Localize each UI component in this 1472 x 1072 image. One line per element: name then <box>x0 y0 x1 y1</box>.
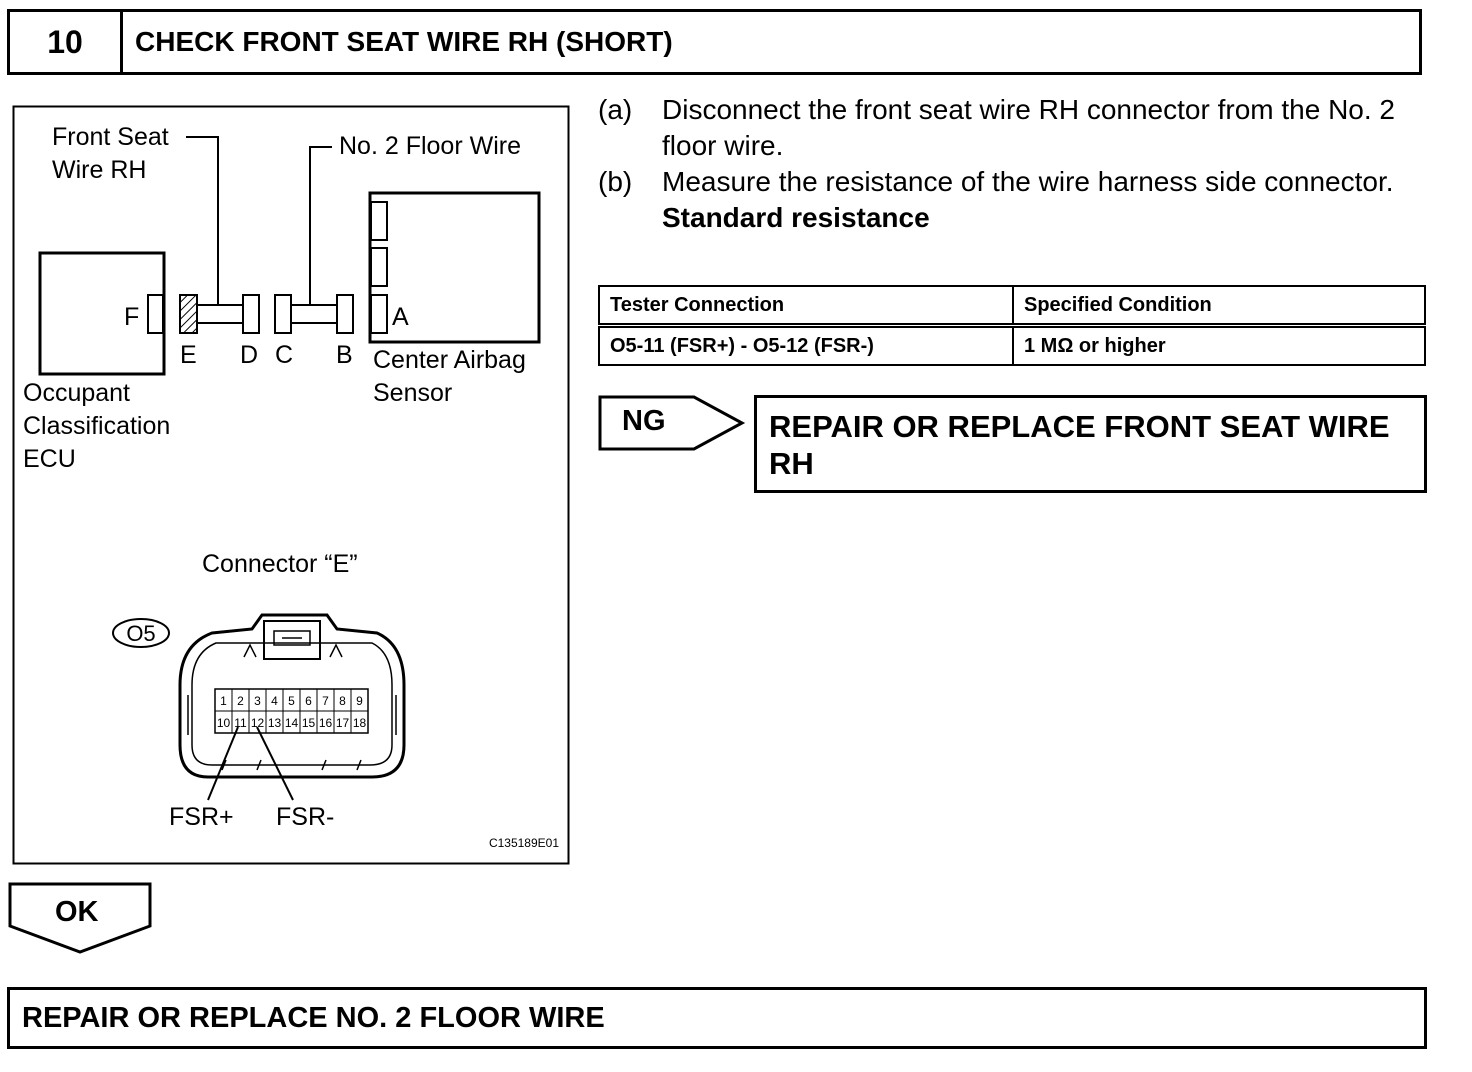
pin-16: 16 <box>319 716 333 730</box>
connector-e <box>179 294 198 334</box>
pin-18: 18 <box>353 716 367 730</box>
pin-10: 10 <box>217 716 231 730</box>
pin-1: 1 <box>220 694 227 708</box>
occupant-label-2: Classification <box>23 412 170 440</box>
pin-14: 14 <box>285 716 299 730</box>
pin-8: 8 <box>339 694 346 708</box>
instruction-a: (a) Disconnect the front seat wire RH co… <box>598 92 1418 164</box>
front-seat-label-1: Front Seat <box>52 123 169 151</box>
instruction-a-text: Disconnect the front seat wire RH connec… <box>662 94 1395 161</box>
diagram-canvas: Front Seat Wire RH No. 2 Floor Wire F E … <box>12 105 570 865</box>
fsr-minus-label: FSR- <box>276 803 334 831</box>
connector-housing <box>178 613 406 779</box>
figure-id: C135189E01 <box>489 836 559 850</box>
occupant-ecu-box <box>38 251 166 376</box>
connector-title: Connector “E” <box>202 550 358 578</box>
letter-b: B <box>336 341 353 369</box>
pin-5: 5 <box>288 694 295 708</box>
front-seat-label-2: Wire RH <box>52 156 146 184</box>
instruction-b-letter: (b) <box>598 166 633 197</box>
diagram-frame <box>12 105 570 865</box>
table-header-row: Tester Connection Specified Condition <box>598 285 1426 327</box>
connector-c <box>274 294 292 334</box>
occupant-label-1: Occupant <box>23 379 130 407</box>
floor-wire <box>290 304 338 324</box>
pin-12: 12 <box>251 716 265 730</box>
pin-7: 7 <box>322 694 329 708</box>
center-airbag-label-1: Center Airbag <box>373 346 526 374</box>
ok-arrow-shape <box>8 882 152 954</box>
connector-latch-inner <box>273 630 311 646</box>
table-header-tester: Tester Connection <box>598 285 1014 327</box>
pin-2: 2 <box>237 694 244 708</box>
ng-action-box: REPAIR OR REPLACE FRONT SEAT WIRE RH <box>754 395 1427 493</box>
front-seat-leader <box>186 136 219 305</box>
pin-4: 4 <box>271 694 278 708</box>
pin-9: 9 <box>356 694 363 708</box>
connector-f <box>147 294 164 334</box>
ok-action-box: REPAIR OR REPLACE NO. 2 FLOOR WIRE <box>7 987 1427 1049</box>
ng-arrow-shape <box>598 395 746 451</box>
center-airbag-label-2: Sensor <box>373 379 452 407</box>
pin-13: 13 <box>268 716 282 730</box>
fsr-minus-leader <box>256 726 294 801</box>
front-seat-wire <box>196 304 244 324</box>
letter-d: D <box>240 341 258 369</box>
step-number: 10 <box>10 12 123 72</box>
occupant-label-3: ECU <box>23 445 76 473</box>
step-title: CHECK FRONT SEAT WIRE RH (SHORT) <box>135 26 673 57</box>
sensor-connector-2 <box>370 247 388 287</box>
instruction-a-letter: (a) <box>598 94 633 125</box>
standard-resistance-label: Standard resistance <box>662 202 930 233</box>
connector-latch <box>263 620 321 660</box>
pin-6: 6 <box>305 694 312 708</box>
table-cell-condition: 1 MΩ or higher <box>1012 324 1426 366</box>
connector-d <box>242 294 260 334</box>
spec-table: Tester Connection Specified Condition O5… <box>598 285 1426 366</box>
pin-11: 11 <box>234 716 247 730</box>
letter-e: E <box>180 341 197 369</box>
connector-code-oval <box>112 618 170 648</box>
connector-code: O5 <box>126 621 155 646</box>
instructions: (a) Disconnect the front seat wire RH co… <box>598 92 1418 236</box>
ok-label: OK <box>55 896 99 928</box>
connector-housing-inner <box>191 642 393 766</box>
letter-c: C <box>275 341 293 369</box>
connector-b <box>336 294 354 334</box>
fsr-plus-label: FSR+ <box>169 803 234 831</box>
pin-17: 17 <box>336 716 350 730</box>
instruction-b: (b) Measure the resistance of the wire h… <box>598 164 1418 200</box>
ng-label: NG <box>622 405 666 437</box>
wiring-diagram: Front Seat Wire RH No. 2 Floor Wire F E … <box>12 105 570 865</box>
pin-15: 15 <box>302 716 316 730</box>
connector-a <box>370 294 388 334</box>
table-cell-tester: O5-11 (FSR+) - O5-12 (FSR-) <box>598 324 1014 366</box>
instruction-b-text: Measure the resistance of the wire harne… <box>662 166 1394 197</box>
letter-f: F <box>124 303 139 331</box>
sensor-connector-1 <box>370 201 388 241</box>
floor-wire-label: No. 2 Floor Wire <box>339 132 521 160</box>
pin-3: 3 <box>254 694 261 708</box>
table-header-condition: Specified Condition <box>1012 285 1426 327</box>
fsr-plus-leader <box>207 726 239 801</box>
letter-a: A <box>392 303 409 331</box>
table-row: O5-11 (FSR+) - O5-12 (FSR-) 1 MΩ or high… <box>598 324 1426 366</box>
step-header: 10 CHECK FRONT SEAT WIRE RH (SHORT) <box>7 9 1422 75</box>
floor-wire-leader <box>309 146 332 305</box>
